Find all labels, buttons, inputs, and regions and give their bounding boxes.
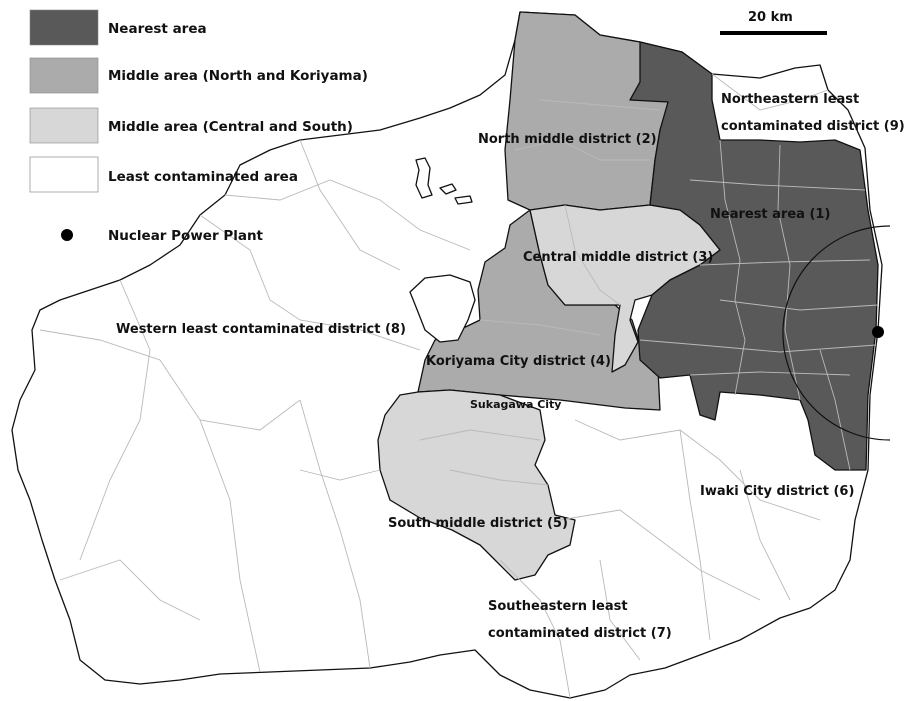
label-iwaki: Iwaki City district (6) bbox=[700, 484, 854, 499]
northern-lake-2 bbox=[439, 183, 457, 195]
label-north-middle: North middle district (2) bbox=[478, 132, 657, 147]
north-middle-district-area bbox=[504, 11, 673, 211]
label-southeastern-line1: Southeastern least bbox=[488, 599, 628, 614]
label-western: Western least contaminated district (8) bbox=[116, 322, 406, 337]
label-sukagawa: Sukagawa City bbox=[470, 398, 561, 411]
label-northeastern-line1: Northeastern least bbox=[721, 92, 859, 107]
legend-swatch-nearest bbox=[29, 9, 99, 46]
scale-bar-label: 20 km bbox=[748, 10, 793, 25]
nuclear-plant-marker bbox=[872, 326, 884, 338]
legend-label-middle-north-koriyama: Middle area (North and Koriyama) bbox=[108, 68, 368, 84]
label-northeastern-line2: contaminated district (9) bbox=[721, 119, 905, 134]
label-south-middle: South middle district (5) bbox=[388, 516, 568, 531]
legend-label-middle-central-south: Middle area (Central and South) bbox=[108, 119, 353, 135]
northern-lake-3 bbox=[454, 195, 473, 205]
legend-swatch-middle-central-south bbox=[29, 107, 99, 144]
legend-label-nearest: Nearest area bbox=[108, 21, 207, 37]
lake-inawashiro bbox=[409, 274, 476, 343]
nearest-area-region bbox=[629, 41, 879, 471]
south-middle-district-area bbox=[377, 389, 576, 581]
legend: Nearest area Middle area (North and Kori… bbox=[29, 9, 368, 244]
label-koriyama: Koriyama City district (4) bbox=[426, 354, 611, 369]
northern-lake-1 bbox=[415, 157, 433, 199]
label-central-middle: Central middle district (3) bbox=[523, 250, 713, 265]
legend-label-plant: Nuclear Power Plant bbox=[108, 228, 264, 244]
district-labels: Northeastern least contaminated district… bbox=[116, 92, 905, 641]
label-southeastern-line2: contaminated district (7) bbox=[488, 626, 672, 641]
legend-swatch-middle-north-koriyama bbox=[29, 57, 99, 94]
legend-plant-icon bbox=[61, 229, 73, 241]
radius-20km-circle bbox=[782, 225, 891, 441]
municipal-borders bbox=[39, 73, 879, 699]
label-nearest-area: Nearest area (1) bbox=[710, 207, 830, 222]
legend-label-least: Least contaminated area bbox=[108, 169, 298, 185]
legend-swatch-least bbox=[29, 156, 99, 193]
